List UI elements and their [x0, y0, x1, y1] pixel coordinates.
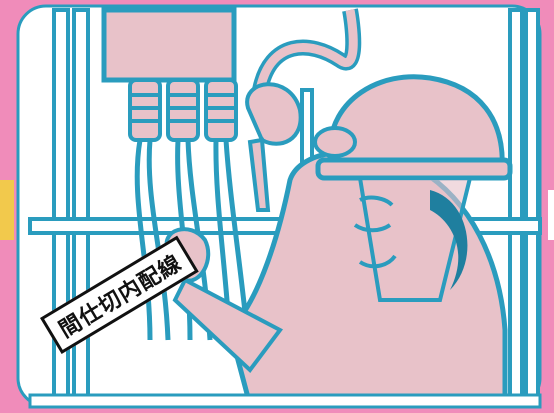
cable-connectors [128, 78, 238, 142]
upper-hand [245, 82, 303, 146]
left-accent-tab [0, 180, 14, 240]
junction-box [101, 7, 237, 83]
hard-hat-brim [315, 157, 513, 181]
hair [430, 190, 468, 290]
hard-hat [327, 74, 505, 173]
tool-nozzle [247, 137, 271, 212]
face [353, 195, 397, 269]
bottom-rail [28, 393, 542, 409]
right-accent-tab [548, 190, 554, 240]
head-lamp [313, 126, 357, 158]
lower-arm [172, 277, 284, 373]
